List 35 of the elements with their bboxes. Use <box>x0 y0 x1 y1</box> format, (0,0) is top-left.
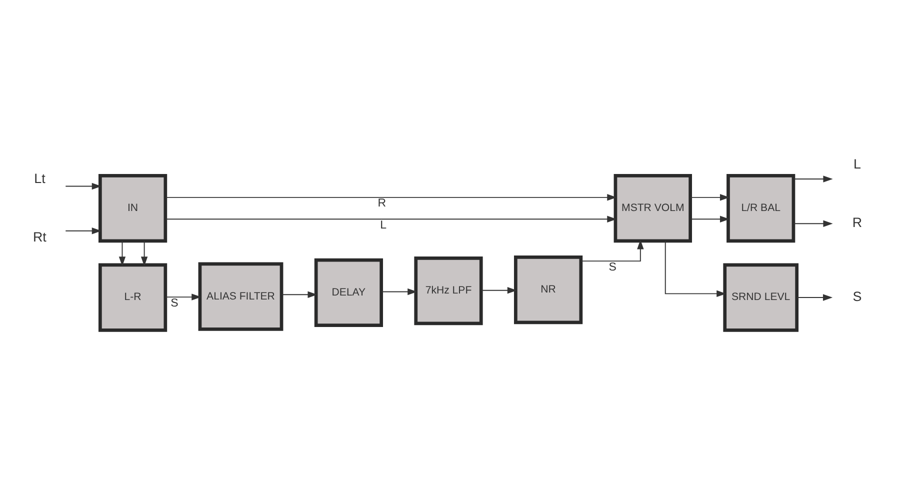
arrow <box>281 290 318 298</box>
edge-label: S <box>170 296 178 309</box>
arrow <box>690 194 730 200</box>
node-box: ALIAS FILTER <box>198 262 284 330</box>
arrow <box>580 239 644 262</box>
node-text: R <box>852 214 862 230</box>
arrow <box>793 175 833 182</box>
node-text: Rt <box>32 229 46 244</box>
node-box: NR <box>514 255 583 324</box>
arrow <box>65 182 102 190</box>
node-box: IN <box>98 173 168 242</box>
node-box: SRND LEVL <box>723 262 799 332</box>
arrow <box>165 194 617 200</box>
arrow <box>165 215 617 222</box>
arrow <box>480 286 517 294</box>
arrow <box>690 215 730 222</box>
arrow <box>796 294 833 300</box>
node-box: L/R BAL <box>726 173 796 242</box>
node-box: 7kHz LPF <box>414 256 483 325</box>
edge-label: L <box>380 218 387 231</box>
arrow <box>118 240 126 266</box>
node-text: L <box>854 156 862 172</box>
arrow <box>140 240 148 266</box>
node-box: MSTR VOLM <box>614 173 692 242</box>
edge-label: S <box>608 260 616 273</box>
arrow <box>380 288 418 295</box>
node-text: S <box>852 288 862 304</box>
arrow <box>793 220 833 227</box>
arrow <box>165 293 202 300</box>
node-box: L-R <box>98 262 168 332</box>
arrow <box>664 240 726 297</box>
node-box: DELAY <box>314 258 383 327</box>
edge-label: R <box>378 197 386 210</box>
node-text: Lt <box>34 170 46 186</box>
arrow <box>65 226 102 234</box>
